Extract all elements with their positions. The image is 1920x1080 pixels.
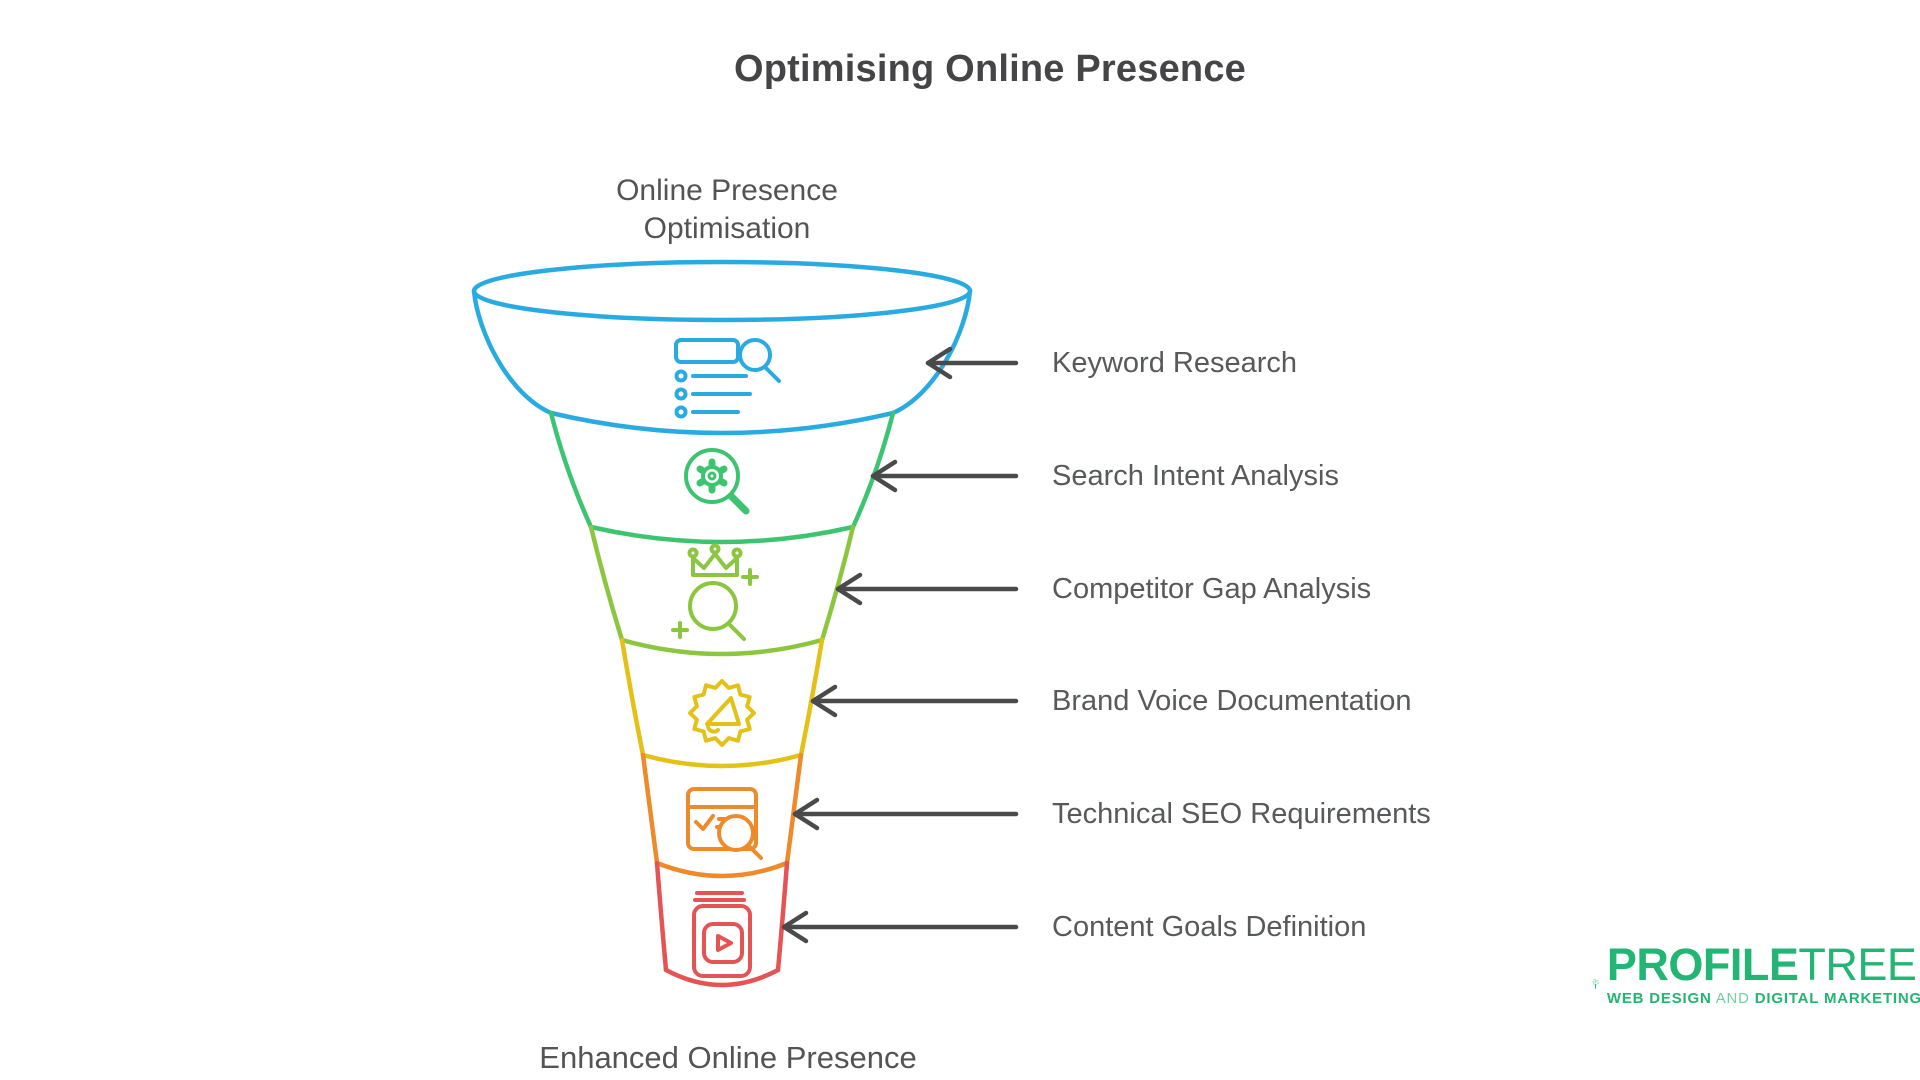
funnel-stage-5-outline xyxy=(640,752,804,879)
funnel-top-label: Online Presence Optimisation xyxy=(616,174,838,245)
arrow-brand-voice xyxy=(810,684,1019,718)
profiletree-brand-name: PROFILETREE xyxy=(1606,939,1917,990)
funnel-stage-4-outline xyxy=(619,637,825,769)
funnel-stage-6-outline xyxy=(654,860,790,988)
content-goals-icon xyxy=(692,891,752,978)
page-title: Optimising Online Presence xyxy=(733,48,1246,90)
profiletree-tree-icon xyxy=(1592,979,1599,989)
arrow-keyword-research xyxy=(925,346,1019,380)
funnel-stage-2-outline xyxy=(548,410,896,545)
profiletree-logo: PROFILETREE WEB DESIGN AND DIGITAL MARKE… xyxy=(1592,928,1920,1043)
arrow-search-intent xyxy=(870,459,1019,493)
stage-label-brand-voice: Brand Voice Documentation xyxy=(1052,685,1412,717)
funnel-bottom-label: Enhanced Online Presence xyxy=(539,1040,917,1075)
funnel-stage-1-outline xyxy=(471,259,973,436)
stage-label-content-goals: Content Goals Definition xyxy=(1052,911,1367,943)
stage-label-search-intent: Search Intent Analysis xyxy=(1052,460,1339,492)
arrow-competitor-gap xyxy=(835,572,1019,606)
stage-label-keyword-research: Keyword Research xyxy=(1052,347,1297,379)
competitor-gap-icon xyxy=(671,543,759,641)
arrow-content-goals xyxy=(781,910,1019,944)
stage-label-technical-seo: Technical SEO Requirements xyxy=(1052,798,1431,830)
profiletree-tagline: WEB DESIGN AND DIGITAL MARKETING xyxy=(1606,990,1920,1007)
search-intent-icon xyxy=(684,448,750,515)
brand-voice-icon xyxy=(688,679,756,747)
profiletree-logo-text: PROFILETREE WEB DESIGN AND DIGITAL MARKE… xyxy=(1607,928,1920,1007)
keyword-research-icon xyxy=(674,338,781,419)
stage-label-competitor-gap: Competitor Gap Analysis xyxy=(1052,573,1372,605)
technical-seo-icon xyxy=(686,787,763,860)
arrow-technical-seo xyxy=(792,797,1019,831)
stage-arrows xyxy=(781,346,1019,944)
funnel-stage-3-outline xyxy=(588,524,856,657)
